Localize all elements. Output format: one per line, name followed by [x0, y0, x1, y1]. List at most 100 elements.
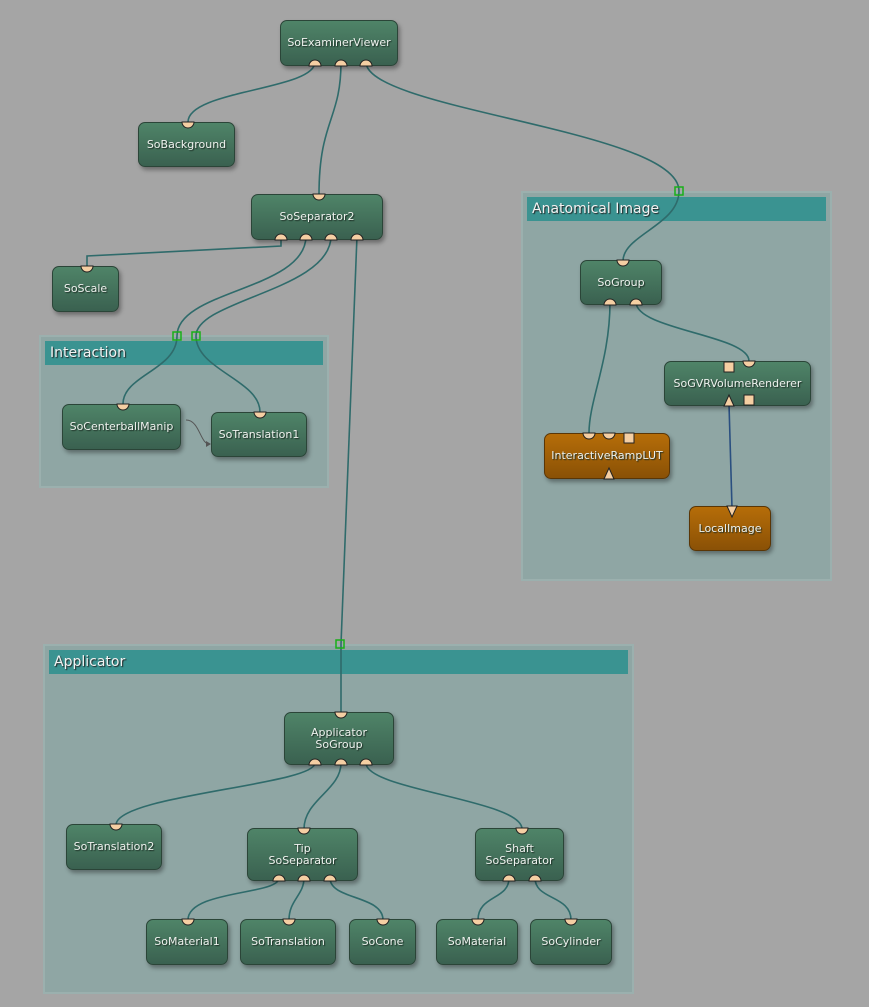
- node-label: SoTranslation: [251, 935, 325, 948]
- node-label-line2: SoGroup: [315, 737, 363, 751]
- node-label-line1: Applicator: [311, 725, 367, 739]
- field-port-square[interactable]: [723, 361, 735, 373]
- field-port-square[interactable]: [623, 432, 635, 444]
- group-port-applicator: [335, 639, 345, 649]
- field-port[interactable]: [323, 874, 337, 882]
- field-port[interactable]: [629, 298, 643, 306]
- node-label: SoBackground: [146, 137, 227, 151]
- field-port[interactable]: [602, 432, 616, 440]
- wire-sogroup-gvr: [635, 301, 750, 362]
- field-port[interactable]: [272, 874, 286, 882]
- wire-viewer-background: [187, 61, 316, 123]
- field-port[interactable]: [502, 874, 516, 882]
- field-port[interactable]: [308, 59, 322, 67]
- field-port[interactable]: [274, 233, 288, 241]
- field-port[interactable]: [359, 758, 373, 766]
- field-port[interactable]: [528, 874, 542, 882]
- wire-tip-translation: [288, 877, 305, 921]
- image-port[interactable]: [603, 466, 615, 480]
- node-so-cylinder[interactable]: SoCylinder: [530, 919, 612, 965]
- group-interaction[interactable]: Interaction: [39, 335, 329, 488]
- wire-shaft-material: [477, 877, 510, 921]
- field-port[interactable]: [334, 59, 348, 67]
- field-port[interactable]: [297, 827, 311, 835]
- node-so-separator2[interactable]: SoSeparator2: [251, 194, 383, 240]
- wire-separator2-interaction-a: [176, 235, 307, 337]
- field-port[interactable]: [582, 432, 596, 440]
- field-port[interactable]: [359, 59, 373, 67]
- field-port[interactable]: [181, 121, 195, 129]
- group-title-applicator[interactable]: Applicator: [49, 650, 628, 674]
- wire-separator2-scale: [86, 236, 282, 266]
- node-label-line1: Shaft: [505, 841, 534, 855]
- field-port[interactable]: [742, 360, 756, 368]
- node-so-material[interactable]: SoMaterial: [436, 919, 518, 965]
- image-port[interactable]: [726, 505, 738, 519]
- wire-viewer-separator2: [318, 61, 342, 196]
- wire-appgroup-tip: [303, 762, 342, 830]
- node-local-image[interactable]: LocalImage: [689, 506, 771, 551]
- wire-appgroup-translation2: [115, 762, 316, 826]
- node-label: SoTranslation1: [218, 427, 300, 441]
- field-port[interactable]: [564, 918, 578, 926]
- node-label: SoGVRVolumeRenderer: [673, 376, 802, 390]
- field-port[interactable]: [471, 918, 485, 926]
- wire-anatomical-sogroup: [622, 190, 680, 262]
- wire-viewer-anatomical: [365, 61, 680, 192]
- node-so-translation1[interactable]: SoTranslation1: [211, 412, 307, 457]
- wire-tip-cone: [329, 877, 384, 921]
- field-port[interactable]: [616, 259, 630, 267]
- wire-separator2-interaction-b: [195, 235, 332, 337]
- node-label: InteractiveRampLUT: [551, 449, 663, 462]
- field-port[interactable]: [515, 827, 529, 835]
- group-port-interaction-b: [191, 331, 201, 341]
- node-so-cone[interactable]: SoCone: [349, 919, 416, 965]
- node-label: SoExaminerViewer: [287, 36, 391, 49]
- wire-shaft-cylinder: [534, 877, 572, 921]
- node-so-translation2[interactable]: SoTranslation2: [66, 824, 162, 870]
- node-label: SoMaterial: [447, 935, 507, 948]
- wire-interaction-translation1: [195, 335, 261, 413]
- field-port[interactable]: [350, 233, 364, 241]
- image-port[interactable]: [723, 393, 735, 407]
- node-label-line1: Tip: [294, 841, 311, 855]
- field-port-square[interactable]: [743, 394, 755, 406]
- field-port[interactable]: [376, 918, 390, 926]
- field-port[interactable]: [181, 918, 195, 926]
- node-label: SoScale: [63, 282, 108, 295]
- node-label: LocalImage: [698, 521, 762, 535]
- field-port[interactable]: [312, 193, 326, 201]
- node-so-background[interactable]: SoBackground: [138, 122, 235, 167]
- wire-appgroup-shaft: [365, 762, 523, 830]
- node-label: SoCenterballManip: [69, 420, 174, 433]
- node-label-line2: SoSeparator: [268, 853, 337, 867]
- field-port[interactable]: [324, 233, 338, 241]
- field-port[interactable]: [80, 265, 94, 273]
- node-label: SoCone: [361, 935, 404, 948]
- node-so-gvr-volume-renderer[interactable]: SoGVRVolumeRenderer: [664, 361, 811, 406]
- group-port-interaction-a: [172, 331, 182, 341]
- field-port[interactable]: [297, 874, 311, 882]
- field-port[interactable]: [603, 298, 617, 306]
- field-port[interactable]: [282, 918, 296, 926]
- field-port[interactable]: [109, 823, 123, 831]
- field-port[interactable]: [334, 758, 348, 766]
- wire-interaction-centerball: [122, 335, 178, 405]
- wire-localimage-gvr: [728, 403, 733, 509]
- node-label: SoGroup: [597, 275, 645, 289]
- node-label: SoMaterial1: [154, 935, 220, 948]
- wire-tip-material1: [187, 877, 280, 921]
- group-title-interaction[interactable]: Interaction: [45, 341, 323, 365]
- field-port[interactable]: [116, 403, 130, 411]
- wire-sogroup-ramplut: [588, 301, 611, 434]
- field-port[interactable]: [308, 758, 322, 766]
- node-label-line2: SoSeparator: [485, 853, 554, 867]
- node-so-scale[interactable]: SoScale: [52, 266, 119, 312]
- field-port[interactable]: [334, 711, 348, 719]
- field-port[interactable]: [253, 411, 267, 419]
- wire-separator2-applicator: [340, 235, 358, 645]
- node-label: SoSeparator2: [279, 210, 355, 223]
- field-port[interactable]: [299, 233, 313, 241]
